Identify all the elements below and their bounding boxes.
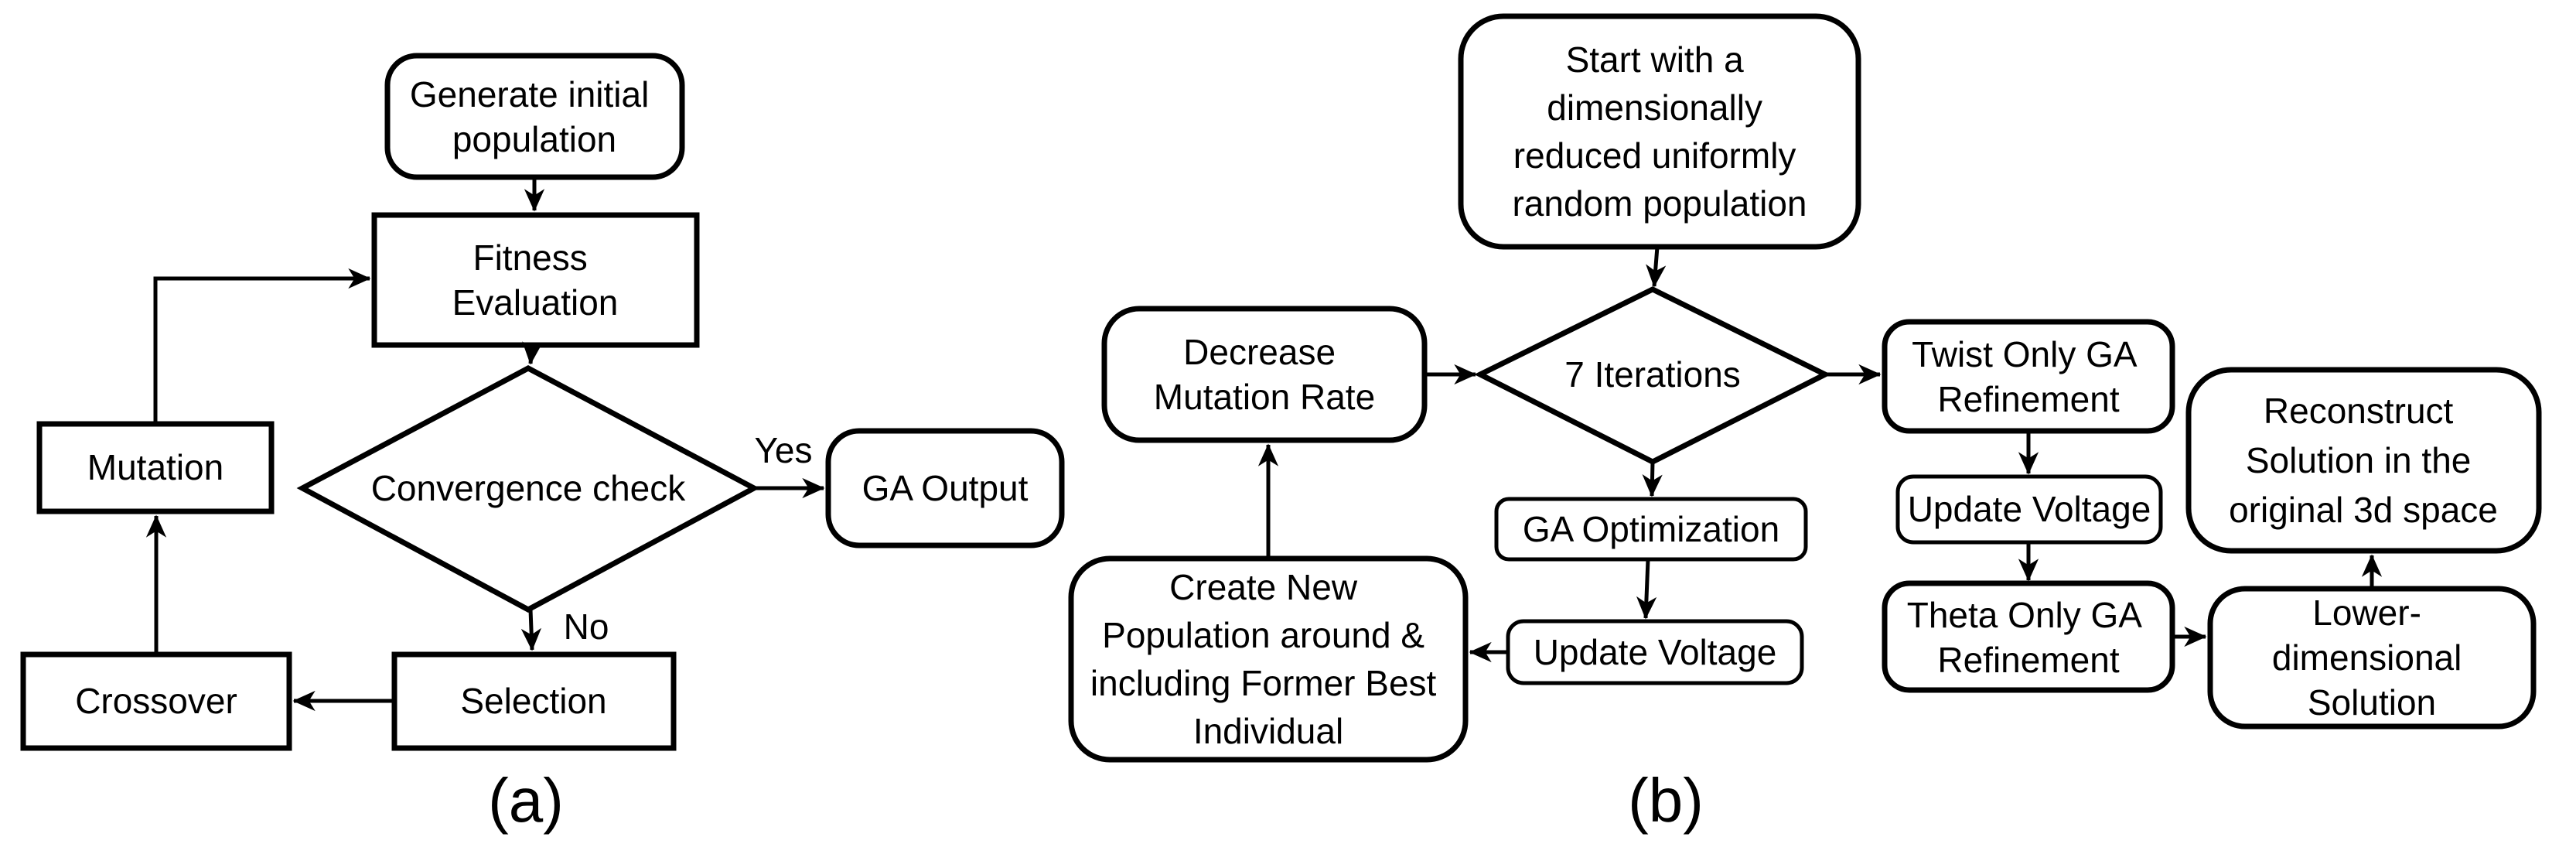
panel-a-caption: (a): [488, 766, 564, 835]
node-ga-output-box: [825, 428, 1065, 548]
node-ga-optimization-box: [1494, 497, 1808, 562]
node-mutation-box: [36, 421, 275, 514]
arrow-iterations-to-ga-optimization: [1642, 461, 1663, 497]
node-create-new-population-label: Create New Population around & including…: [1090, 567, 1446, 751]
edge-label-no: No: [564, 607, 609, 647]
node-decrease-mutation-rate-label: Decrease Mutation Rate: [1154, 332, 1375, 417]
arrow-convergence-no-to-selection: [520, 609, 542, 651]
node-mutation-label: Mutation: [87, 447, 223, 487]
node-ga-optimization-label: GA Optimization: [1523, 509, 1779, 549]
edge-label-yes: Yes: [754, 430, 812, 470]
node-update-voltage-left-label: Update Voltage: [1534, 632, 1777, 672]
panel-b: Start with a dimensionally reduced unifo…: [1068, 13, 2542, 835]
node-7-iterations-label: 7 Iterations: [1564, 354, 1741, 395]
node-fitness-evaluation-label: Fitness Evaluation: [452, 237, 619, 323]
node-theta-only-ga-refinement-label: Theta Only GA Refinement: [1907, 595, 2150, 680]
node-update-voltage-right-label: Update Voltage: [1908, 489, 2151, 529]
panel-b-caption: (b): [1628, 766, 1704, 835]
node-start-label: Start with a dimensionally reduced unifo…: [1512, 39, 1807, 224]
node-fitness-evaluation-box: [371, 212, 700, 348]
node-start-box: [1458, 13, 1861, 250]
node-reconstruct-solution-box: [2185, 367, 2542, 554]
node-lower-dimensional-solution-label: Lower- dimensional Solution: [2272, 593, 2472, 723]
node-convergence-check-label: Convergence check: [371, 468, 687, 508]
arrow-ga-optimization-to-update-voltage: [1636, 559, 1657, 620]
node-crossover-label: Crossover: [75, 681, 237, 721]
node-crossover-box: [20, 651, 292, 751]
node-reconstruct-solution-label: Reconstruct Solution in the original 3d …: [2229, 391, 2498, 530]
panel-a: Generate initial population Fitness Eval…: [20, 53, 1065, 835]
node-convergence-check-diamond: [296, 365, 760, 613]
node-generate-initial-population-label: Generate initial population: [410, 74, 659, 159]
node-ga-output-label: GA Output: [862, 468, 1029, 508]
node-selection-label: Selection: [460, 681, 606, 721]
arrow-start-to-iterations: [1646, 246, 1667, 288]
node-twist-only-ga-refinement-label: Twist Only GA Refinement: [1912, 334, 2145, 419]
arrow-mutation-to-fitness: [153, 268, 371, 424]
node-decrease-mutation-rate-box: [1101, 306, 1428, 443]
arrow-fitness-to-convergence: [522, 341, 543, 365]
